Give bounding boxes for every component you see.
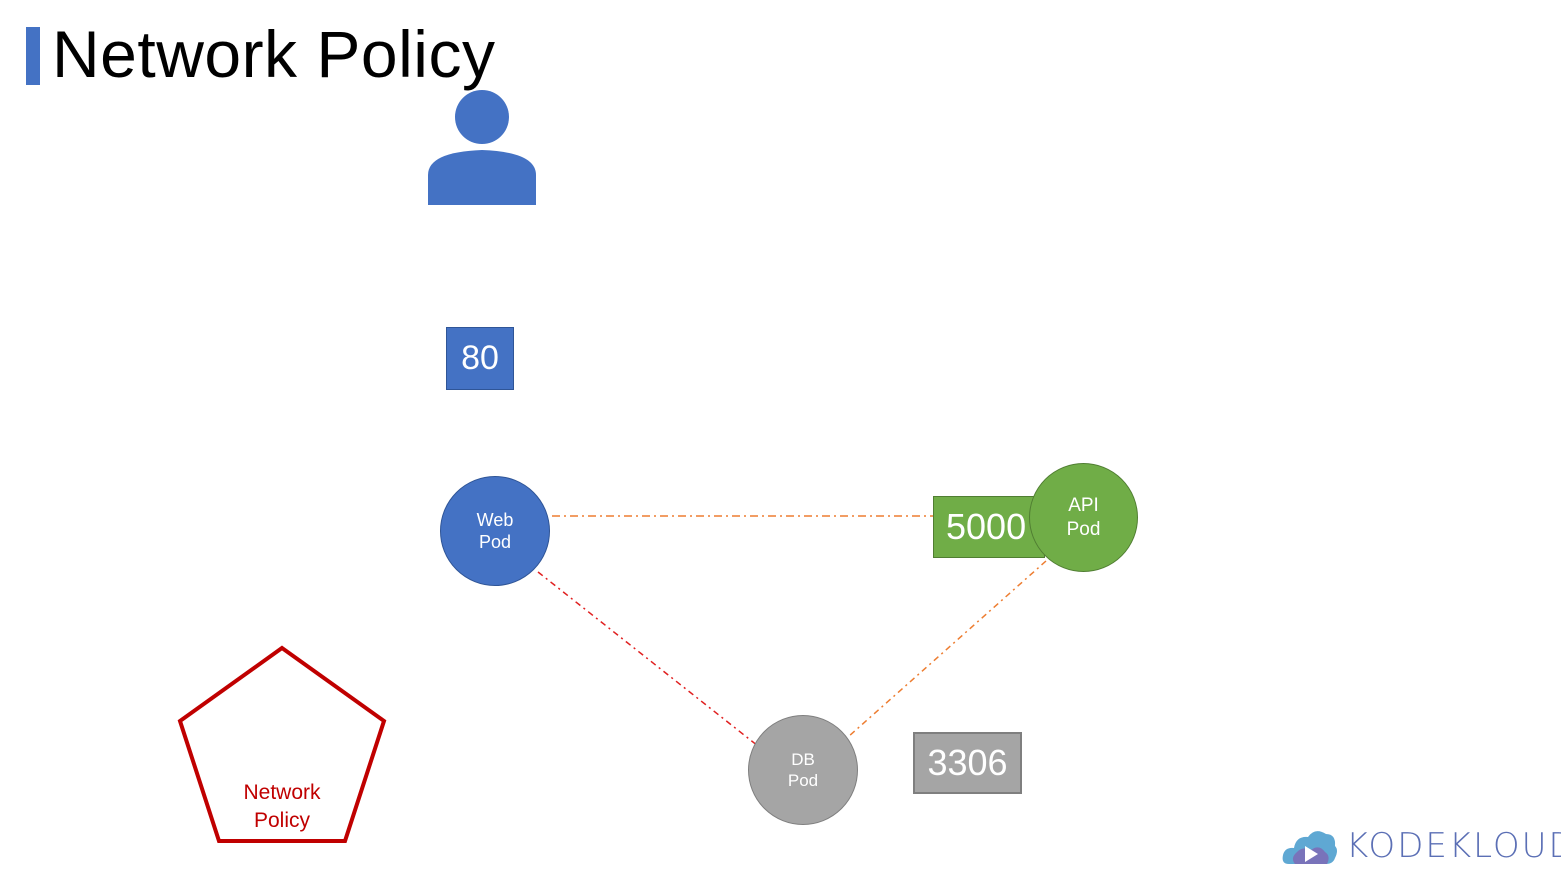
port-5000-label: 5000 <box>933 496 1045 558</box>
network-policy-label: Network Policy <box>222 779 342 835</box>
web-to-db-connection <box>537 571 759 747</box>
kodekloud-logo-text: KODEKLOUD <box>1346 826 1561 866</box>
api-pod[interactable]: API Pod <box>1029 463 1138 572</box>
user-icon <box>428 90 536 205</box>
port-3306-label: 3306 <box>913 732 1022 794</box>
web-pod[interactable]: Web Pod <box>440 476 550 586</box>
network-policy-label-line2: Policy <box>253 809 311 832</box>
network-policy-label-line1: Network <box>243 781 321 804</box>
db-pod-label-line1: DB <box>791 749 815 769</box>
db-pod-label-line2: Pod <box>787 771 819 790</box>
web-pod-label-line1: Web <box>476 509 514 530</box>
db-pod[interactable]: DB Pod <box>748 715 858 825</box>
web-pod-label-line2: Pod <box>478 532 512 552</box>
slide-title: Network Policy <box>52 17 496 91</box>
api-pod-label-line2: Pod <box>1066 518 1101 540</box>
network-policy-pentagon-icon <box>177 645 387 843</box>
title-accent-bar <box>26 27 40 85</box>
api-to-db-connection <box>847 560 1047 738</box>
port-80-label: 80 <box>446 327 514 390</box>
cloud-play-icon <box>1282 831 1337 864</box>
api-pod-label-line1: API <box>1068 494 1099 516</box>
kodekloud-logo <box>1282 831 1337 864</box>
